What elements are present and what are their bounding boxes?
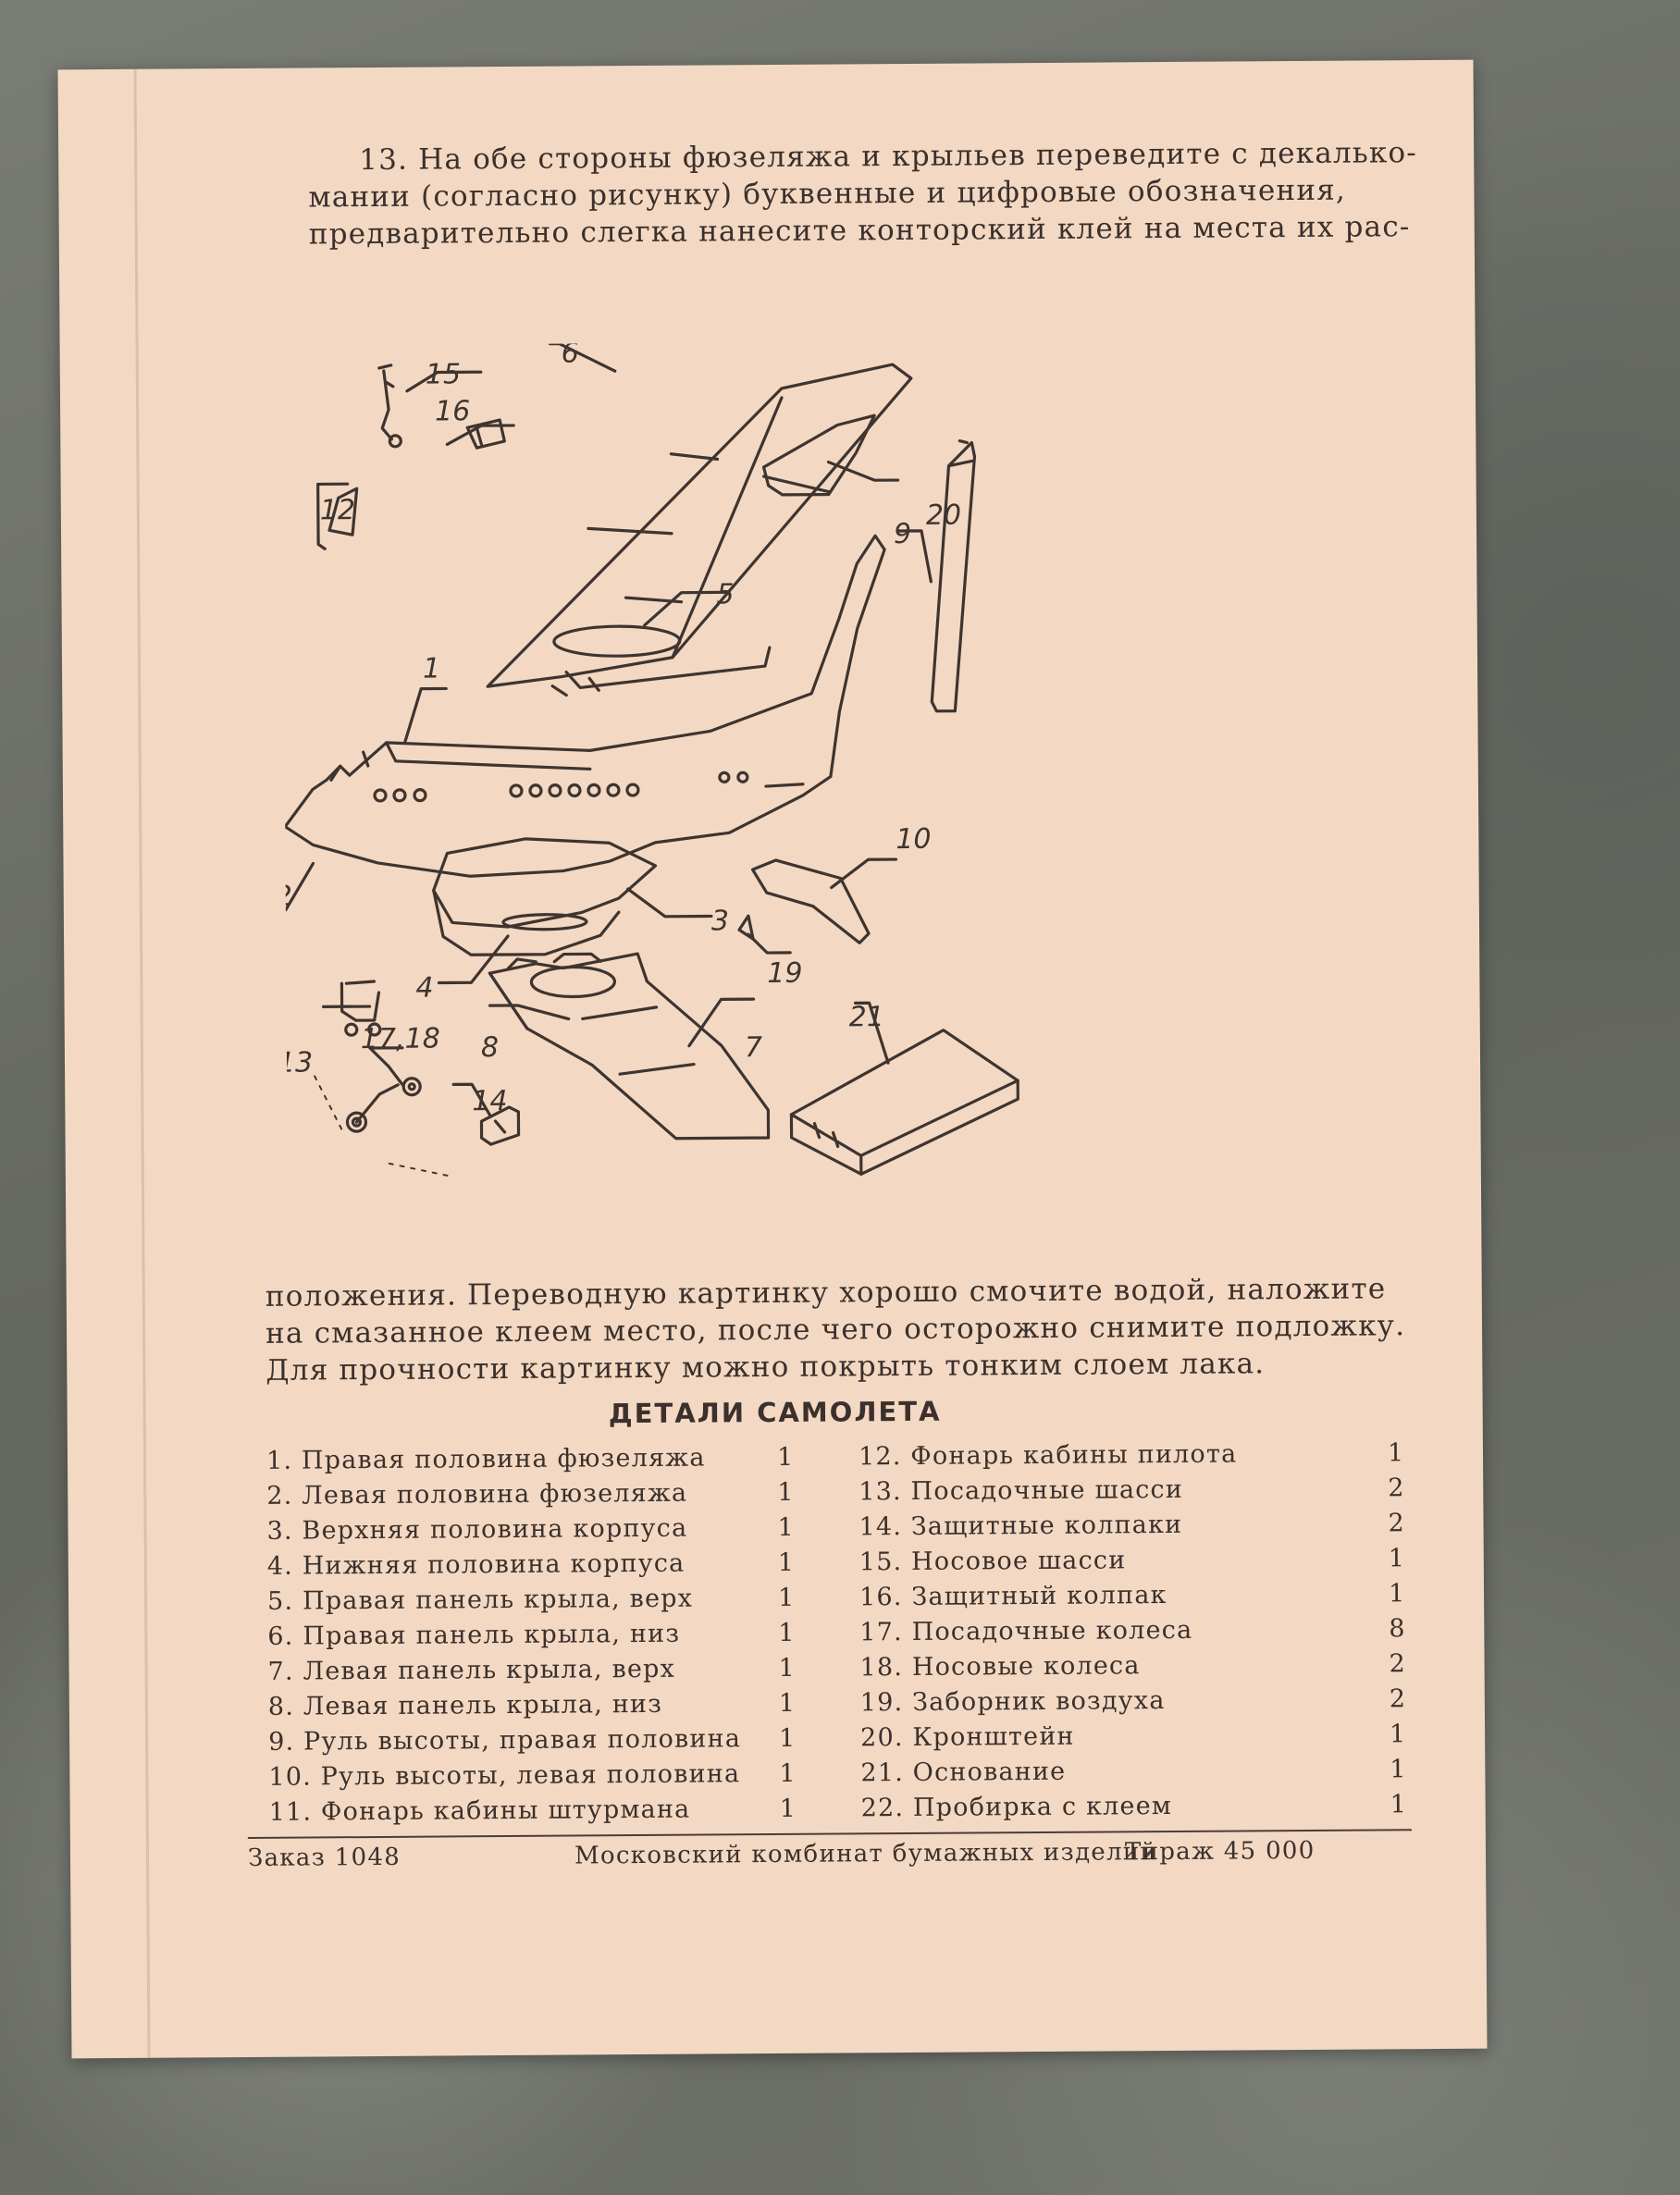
- fuselage-outline: [283, 534, 886, 878]
- instruction-line-5: на смазанное клеем место, после чего ост…: [265, 1309, 1406, 1350]
- callout-21: 21: [849, 1001, 884, 1033]
- base-21: [789, 1029, 1019, 1176]
- callout-2: 2: [282, 881, 292, 913]
- callout-19: 19: [767, 957, 802, 990]
- instruction-line-2: мании (согласно рисунку) буквенные и циф…: [308, 173, 1347, 215]
- instruction-line-3: предварительно слегка нанесите конторски…: [308, 210, 1411, 252]
- bracket-20: [930, 440, 977, 713]
- callout-14: 14: [472, 1085, 507, 1117]
- paper-fold-line: [133, 68, 151, 2058]
- publisher-name: Московский комбинат бумажных изделий: [574, 1838, 1158, 1870]
- main-gear-13: [340, 980, 381, 1022]
- callout-4: 4: [415, 972, 433, 1005]
- callout-3: 3: [711, 905, 729, 937]
- print-run: Тираж 45 000: [1124, 1836, 1316, 1867]
- callout-5: 5: [716, 578, 734, 610]
- elevator-left: [750, 858, 871, 944]
- callout-10: 10: [896, 823, 931, 856]
- callout-12: 12: [320, 494, 355, 526]
- canopy-12: [327, 487, 359, 536]
- instruction-line-6: Для прочности картинку можно покрыть тон…: [266, 1347, 1266, 1387]
- cover-14: [479, 1105, 521, 1146]
- callout-1: 1: [423, 652, 440, 684]
- wheels-17-18: [354, 1083, 400, 1124]
- cover-16: [465, 418, 506, 450]
- callout-13: 13: [282, 1046, 314, 1079]
- lower-hull: [432, 837, 658, 929]
- callout-20: 20: [926, 499, 961, 532]
- nose-gear-15: [377, 364, 395, 441]
- airplane-assembly-diagram: 1 2 3 4 5 6 7 8 9 10 11 12 13 14 15 16 1…: [281, 337, 1019, 1178]
- elevator-right: [761, 413, 876, 497]
- wing-upper-right: [486, 363, 913, 688]
- instruction-line-4: положения. Переводную картинку хорошо см…: [265, 1272, 1387, 1313]
- instruction-line-1: 13. На обе стороны фюзеляжа и крыльев пе…: [359, 136, 1418, 178]
- instruction-sheet: 13. На обе стороны фюзеляжа и крыльев пе…: [57, 59, 1488, 2059]
- order-number: Заказ 1048: [247, 1843, 401, 1872]
- intake-19: [737, 914, 755, 941]
- callout-16: 16: [435, 395, 470, 427]
- parts-list-title: ДЕТАЛИ САМОЛЕТА: [608, 1395, 942, 1430]
- callout-9: 9: [894, 518, 911, 550]
- callout-8: 8: [481, 1031, 499, 1064]
- callout-7: 7: [745, 1031, 762, 1064]
- callout-6: 6: [562, 337, 579, 369]
- callout-17-18: 17,18: [361, 1023, 440, 1056]
- callout-15: 15: [426, 358, 461, 390]
